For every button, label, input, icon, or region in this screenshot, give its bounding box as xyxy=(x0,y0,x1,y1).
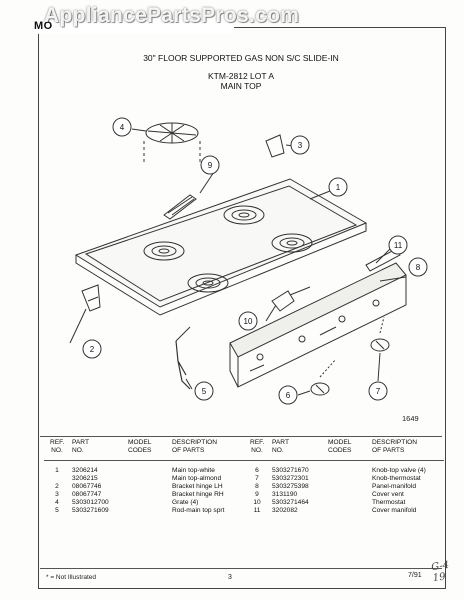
page-number: 3 xyxy=(228,574,232,581)
ref-no: 8 xyxy=(255,483,259,490)
title-line-3: MAIN TOP xyxy=(220,81,262,91)
ref-no: 9 xyxy=(255,491,259,498)
callout-11: 11 xyxy=(394,241,403,250)
header-model: MODEL CODES xyxy=(128,439,152,454)
part-no: 3202082 xyxy=(272,507,298,514)
callout-circles xyxy=(82,117,428,405)
revision-date: 7/91 xyxy=(408,572,422,579)
burner-drawings xyxy=(143,205,313,293)
callout-10: 10 xyxy=(244,317,253,326)
page-frame xyxy=(38,27,446,589)
part-no: 5303275398 xyxy=(272,483,309,490)
grate-drawing xyxy=(143,122,201,165)
handwritten-note: G-4 19 xyxy=(430,559,450,585)
ref-no: 10 xyxy=(253,499,261,506)
header-ref: REF. NO. xyxy=(250,439,265,454)
header-part: PART NO. xyxy=(72,439,89,454)
ref-no: 1 xyxy=(55,467,59,474)
table-row: 1 3206214 Main top-white xyxy=(44,467,244,475)
table-row: 2 08067746 Bracket hinge LH xyxy=(44,483,244,491)
parts-column-right: REF. NO. PART NO. MODEL CODES DESCRIPTIO… xyxy=(244,438,444,515)
table-header: REF. NO. PART NO. MODEL CODES DESCRIPTIO… xyxy=(44,438,244,461)
callout-5: 5 xyxy=(202,387,207,396)
part-no: 3206215 xyxy=(72,475,98,482)
rod-drawing xyxy=(175,340,191,390)
ref-no: 11 xyxy=(253,507,261,514)
header-desc: DESCRIPTION OF PARTS xyxy=(372,439,418,454)
exploded-parts-diagram: 1 2 3 4 5 6 7 8 9 10 11 xyxy=(69,117,428,405)
table-header: REF. NO. PART NO. MODEL CODES DESCRIPTIO… xyxy=(244,438,444,461)
table-top-rule xyxy=(40,436,442,437)
part-description: Cover vent xyxy=(372,491,404,498)
part-description: Main top-almond xyxy=(172,475,222,482)
table-row: 9 3131190 Cover vent xyxy=(244,491,444,499)
footer-note: * = Not Illustrated xyxy=(46,574,97,581)
table-row: 3206215 Main top-almond xyxy=(44,475,244,483)
manifold-cover-drawing xyxy=(365,248,401,272)
part-description: Rod-main top sprt xyxy=(172,507,225,514)
part-description: Knob-thermostat xyxy=(372,475,421,482)
part-no: 5303271609 xyxy=(72,507,109,514)
part-no: 5303271464 xyxy=(272,499,309,506)
knob-drawings xyxy=(310,316,390,396)
part-no: 08067746 xyxy=(72,483,102,490)
table-row: 7 5303272301 Knob-thermostat xyxy=(244,475,444,483)
part-no: 5303012700 xyxy=(72,499,109,506)
ref-no: 7 xyxy=(255,475,259,482)
manifold-panel-drawing xyxy=(229,262,407,388)
footer-rule xyxy=(40,568,442,569)
part-description: Grate (4) xyxy=(172,499,199,506)
part-description: Cover manifold xyxy=(372,507,417,514)
bracket-hinge-lh-drawing xyxy=(81,284,101,312)
part-no: 08067747 xyxy=(72,491,102,498)
part-no: 5303271670 xyxy=(272,467,309,474)
table-row: 10 5303271464 Thermostat xyxy=(244,499,444,507)
ref-no: 6 xyxy=(255,467,259,474)
header-ref: REF. NO. xyxy=(50,439,65,454)
parts-column-left: REF. NO. PART NO. MODEL CODES DESCRIPTIO… xyxy=(44,438,244,515)
table-row: 4 5303012700 Grate (4) xyxy=(44,499,244,507)
part-no: 3206214 xyxy=(72,467,98,474)
figure-number: 1649 xyxy=(402,414,419,423)
bracket-hinge-rh-drawing xyxy=(265,134,285,158)
ref-no: 3 xyxy=(55,491,59,498)
callout-3: 3 xyxy=(298,141,303,150)
part-description: Panel-manifold xyxy=(372,483,416,490)
part-description: Knob-top valve (4) xyxy=(372,467,426,474)
part-no: 3131190 xyxy=(272,491,298,498)
ref-no: 2 xyxy=(55,483,59,490)
header-model: MODEL CODES xyxy=(328,439,352,454)
ref-no: 4 xyxy=(55,499,59,506)
part-description: Bracket hinge RH xyxy=(172,491,224,498)
callout-8: 8 xyxy=(416,263,421,272)
thermostat-drawing xyxy=(271,290,295,312)
title-line-2: KTM-2812 LOT A xyxy=(208,71,274,81)
callout-7: 7 xyxy=(376,387,381,396)
callout-6: 6 xyxy=(286,391,291,400)
ref-no: 5 xyxy=(55,507,59,514)
part-description: Bracket hinge LH xyxy=(172,483,223,490)
watermark: AppliancePartsPros.com xyxy=(44,4,300,27)
model-number-label: MO xyxy=(34,20,234,34)
callout-2: 2 xyxy=(90,345,95,354)
callout-4: 4 xyxy=(120,123,125,132)
part-description: Main top-white xyxy=(172,467,215,474)
callout-1: 1 xyxy=(336,183,341,192)
table-row: 3 08067747 Bracket hinge RH xyxy=(44,491,244,499)
vent-cover-drawing xyxy=(163,194,197,220)
header-part: PART NO. xyxy=(272,439,289,454)
table-row: 5 5303271609 Rod-main top sprt xyxy=(44,507,244,515)
header-desc: DESCRIPTION OF PARTS xyxy=(172,439,218,454)
table-row: 6 5303271670 Knob-top valve (4) xyxy=(244,467,444,475)
part-description: Thermostat xyxy=(372,499,406,506)
title-line-1: 30" FLOOR SUPPORTED GAS NON S/C SLIDE-IN xyxy=(143,53,339,63)
table-row: 8 5303275398 Panel-manifold xyxy=(244,483,444,491)
part-no: 5303272301 xyxy=(272,475,309,482)
table-row: 11 3202082 Cover manifold xyxy=(244,507,444,515)
callout-9: 9 xyxy=(208,161,213,170)
